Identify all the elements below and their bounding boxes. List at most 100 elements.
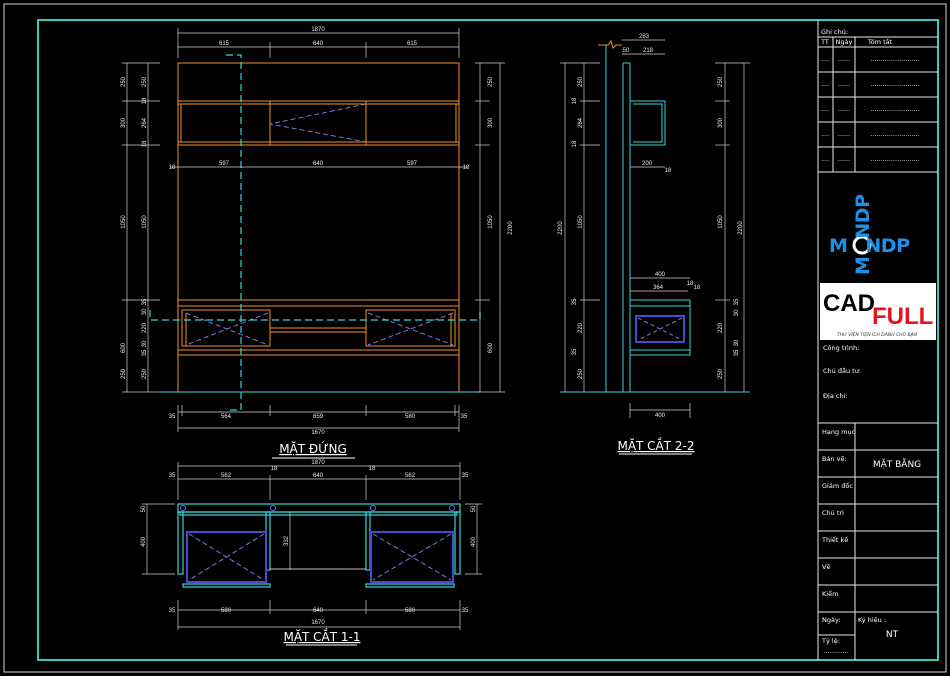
right-drawer [365, 309, 456, 347]
dimension-label: 283 [639, 34, 650, 40]
dimension-label: 250 [488, 76, 494, 87]
dimension-label: 1670 [311, 430, 325, 436]
dimension-label: 250 [718, 368, 724, 379]
section-1-1-title: MẶT CẮT 1-1 [283, 628, 360, 644]
dimension-label: 50 [623, 48, 630, 54]
notes-row-tt: .... [821, 80, 829, 88]
dimension-label: 400 [655, 272, 666, 278]
dimension-label: 50 [471, 505, 477, 512]
dimension-label: 18 [665, 168, 672, 174]
dimension-label: 220 [142, 322, 148, 333]
notes-row-tt: .... [821, 130, 829, 138]
hidden-lines-1-1 [188, 533, 452, 581]
dimension-label: 1870 [311, 460, 325, 466]
dimension-label: 597 [219, 161, 230, 167]
dimension-label: 1050 [488, 215, 494, 229]
dimension-label: 1050 [718, 215, 724, 229]
dimension-label: 30 [734, 309, 740, 316]
dimension-label: 18 [572, 97, 578, 104]
dimension-label: 615 [407, 41, 418, 47]
elevation-view [177, 62, 460, 393]
dimension-label: 18 [142, 140, 148, 147]
dimension-label: 597 [407, 161, 418, 167]
dimension-label: 600 [488, 342, 494, 353]
dimension-label: 250 [142, 76, 148, 87]
dimension-label: 264 [142, 117, 148, 128]
dimension-label: 364 [653, 285, 664, 291]
drawing-frame [37, 19, 939, 661]
dimension-label: 1050 [121, 215, 127, 229]
dimension-label: 30 [734, 339, 740, 346]
elevation-dimension-lines [122, 28, 505, 432]
address-label: Địa chỉ: [823, 392, 848, 400]
dimension-label: 400 [471, 536, 477, 547]
title-row-label: Kiểm [822, 589, 838, 598]
hidden-lines-elevation [185, 103, 454, 346]
dowel-markers [180, 505, 455, 511]
section-2-2-view [560, 45, 750, 393]
title-row-label: Hạng mục [822, 428, 856, 436]
section-1-1-dimension-lines [142, 462, 482, 630]
dimension-label: 35 [462, 473, 469, 479]
symbol-value: NT [886, 630, 899, 640]
scale-value: ............ [824, 647, 849, 655]
section-2-2-dimension-lines [560, 39, 750, 418]
full-logo-text: FULL [872, 303, 933, 330]
notes-row-date: ...... [838, 80, 850, 88]
dimension-label: 250 [578, 368, 584, 379]
notes-row-tt: .... [821, 55, 829, 63]
hidden-lines-2-2 [637, 317, 683, 341]
notes-row-tt: .... [821, 105, 829, 113]
dimension-label: 30 [142, 340, 148, 347]
dimension-label: 18 [694, 285, 701, 291]
dimension-label: 640 [313, 41, 324, 47]
section-cut-line [149, 54, 481, 411]
notes-row-date: ...... [838, 155, 850, 163]
cabinet-outline [177, 62, 460, 393]
dimension-label: 250 [718, 76, 724, 87]
title-row-value: MẶT BẰNG [873, 457, 921, 470]
dimension-label: 562 [405, 473, 416, 479]
drawer-2-2 [635, 315, 685, 343]
dimension-label: 35 [461, 414, 468, 420]
dimension-label: 35 [572, 348, 578, 355]
dimension-label: 35 [572, 298, 578, 305]
date-label: Ngày: [822, 616, 841, 624]
dimension-label: 200 [642, 161, 653, 167]
dimension-label: 580 [405, 414, 416, 420]
dimension-label: 18 [271, 466, 278, 472]
dimension-label: 250 [142, 368, 148, 379]
notes-row-date: ...... [838, 105, 850, 113]
dimension-label: 2200 [738, 221, 744, 235]
title-row-label: Vẽ [822, 563, 830, 571]
section-1-1-view [177, 503, 461, 588]
notes-header-summary: Tóm tắt [867, 37, 893, 46]
dimension-label: 18 [169, 165, 176, 171]
dimension-label: 35 [462, 608, 469, 614]
dimension-label: 1050 [578, 215, 584, 229]
dimension-label: 220 [718, 322, 724, 333]
dimension-label: 50 [141, 505, 147, 512]
title-row-label: Giám đốc [822, 482, 853, 490]
dimension-label: 2200 [558, 221, 564, 235]
mondp-logo-horizontal: M NDP [829, 235, 910, 257]
dimension-label: 250 [121, 368, 127, 379]
dimension-label: 35 [734, 349, 740, 356]
dimension-label: 218 [643, 48, 654, 54]
dimension-label: 35 [142, 349, 148, 356]
dimension-label: 400 [141, 536, 147, 547]
dimension-label: 18 [142, 97, 148, 104]
title-row-label: Bản vẽ: [822, 455, 847, 463]
notes-row-date: ...... [838, 55, 850, 63]
dimension-label: 564 [221, 414, 232, 420]
title-block-grid [817, 20, 938, 660]
notes-row-tt: .... [821, 155, 829, 163]
scale-label: Tỷ lệ: [821, 636, 840, 645]
dimension-label: 18 [572, 140, 578, 147]
dimension-label: 300 [718, 117, 724, 128]
dimension-label: 400 [655, 413, 666, 419]
